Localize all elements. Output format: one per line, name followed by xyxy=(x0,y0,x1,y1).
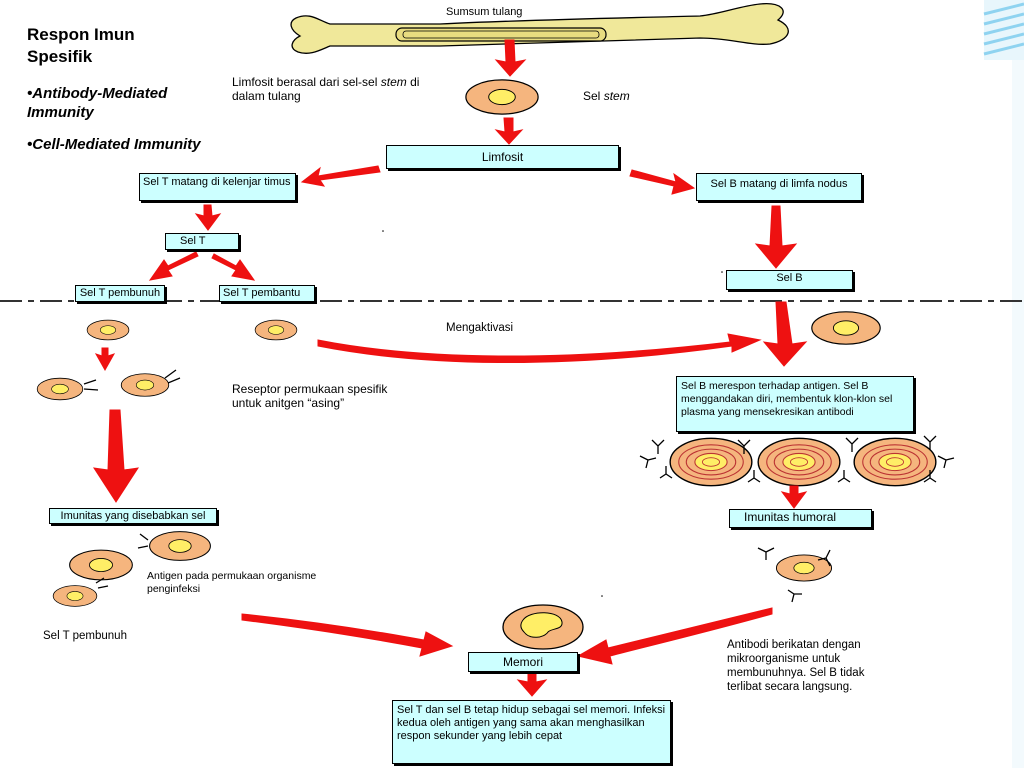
b-response-box: Sel B merespon terhadap antigen. Sel B m… xyxy=(676,376,914,432)
t-helper-cell xyxy=(254,319,298,341)
bullet-text: Cell-Mediated Immunity xyxy=(32,136,201,153)
t-helper-box: Sel T pembantu xyxy=(219,285,315,302)
origin-note-prefix: Limfosit berasal dari sel-sel xyxy=(232,75,381,89)
receptor-note: Reseptor permukaan spesifik untuk anitge… xyxy=(232,382,388,410)
stem-cell xyxy=(465,79,539,115)
stem-cell-label: Sel stem xyxy=(583,90,630,103)
plasma-cell-3 xyxy=(853,437,937,487)
b-mature-box: Sel B matang di limfa nodus xyxy=(696,173,862,201)
sel-t-box: Sel T xyxy=(165,233,239,250)
plasma-cell-1 xyxy=(669,437,753,487)
t-mature-box: Sel T matang di kelenjar timus xyxy=(139,173,296,201)
infected-cell-c xyxy=(52,585,98,607)
plasma-cell-2 xyxy=(757,437,841,487)
limfosit-box: Limfosit xyxy=(386,145,619,169)
antigen-note: Antigen pada permukaan organisme penginf… xyxy=(147,570,317,595)
slide-title: Respon Imun Spesifik xyxy=(27,25,135,66)
origin-note-suffix: di dalam tulang xyxy=(232,75,420,103)
bone-icon xyxy=(290,3,789,54)
memory-cell xyxy=(502,604,584,650)
arrows xyxy=(92,39,808,697)
bullet-marker: • xyxy=(27,136,33,153)
infected-cell-a xyxy=(149,531,211,561)
bullet-text: Antibody-Mediated Immunity xyxy=(27,85,168,121)
bullet-marker: • xyxy=(27,85,33,102)
humoral-box: Imunitas humoral xyxy=(729,509,872,528)
bullet-antibody-mediated: •Antibody-Mediated Immunity xyxy=(27,84,227,122)
antibody-icons xyxy=(639,435,955,603)
receptor-icons xyxy=(83,369,181,589)
stem-label-prefix: Sel xyxy=(583,89,604,103)
memory-box: Memori xyxy=(468,652,578,672)
sel-b-box: Sel B xyxy=(726,270,853,290)
antibody-note: Antibodi berikatan dengan mikroorganisme… xyxy=(727,639,865,693)
t-killer-cell-b xyxy=(120,373,170,397)
b-cell xyxy=(811,311,881,345)
t-killer-cell-a xyxy=(36,377,84,401)
activates-label: Mengaktivasi xyxy=(446,322,514,334)
bullet-cell-mediated: •Cell-Mediated Immunity xyxy=(27,135,227,154)
t-killer-cell xyxy=(86,319,130,341)
t-killer-box: Sel T pembunuh xyxy=(75,285,165,302)
memory-note-box: Sel T dan sel B tetap hidup sebagai sel … xyxy=(392,700,671,764)
stem-label-italic: stem xyxy=(603,89,630,103)
cell-immunity-box: Imunitas yang disebabkan sel xyxy=(49,508,217,524)
origin-note-italic: stem xyxy=(380,75,407,89)
infected-cell-b xyxy=(69,549,133,581)
t-killer-bottom-label: Sel T pembunuh xyxy=(43,630,127,642)
corner-stripes xyxy=(983,0,1024,768)
bone-label: Sumsum tulang xyxy=(446,6,523,18)
origin-note: Limfosit berasal dari sel-sel stem di da… xyxy=(232,75,442,103)
